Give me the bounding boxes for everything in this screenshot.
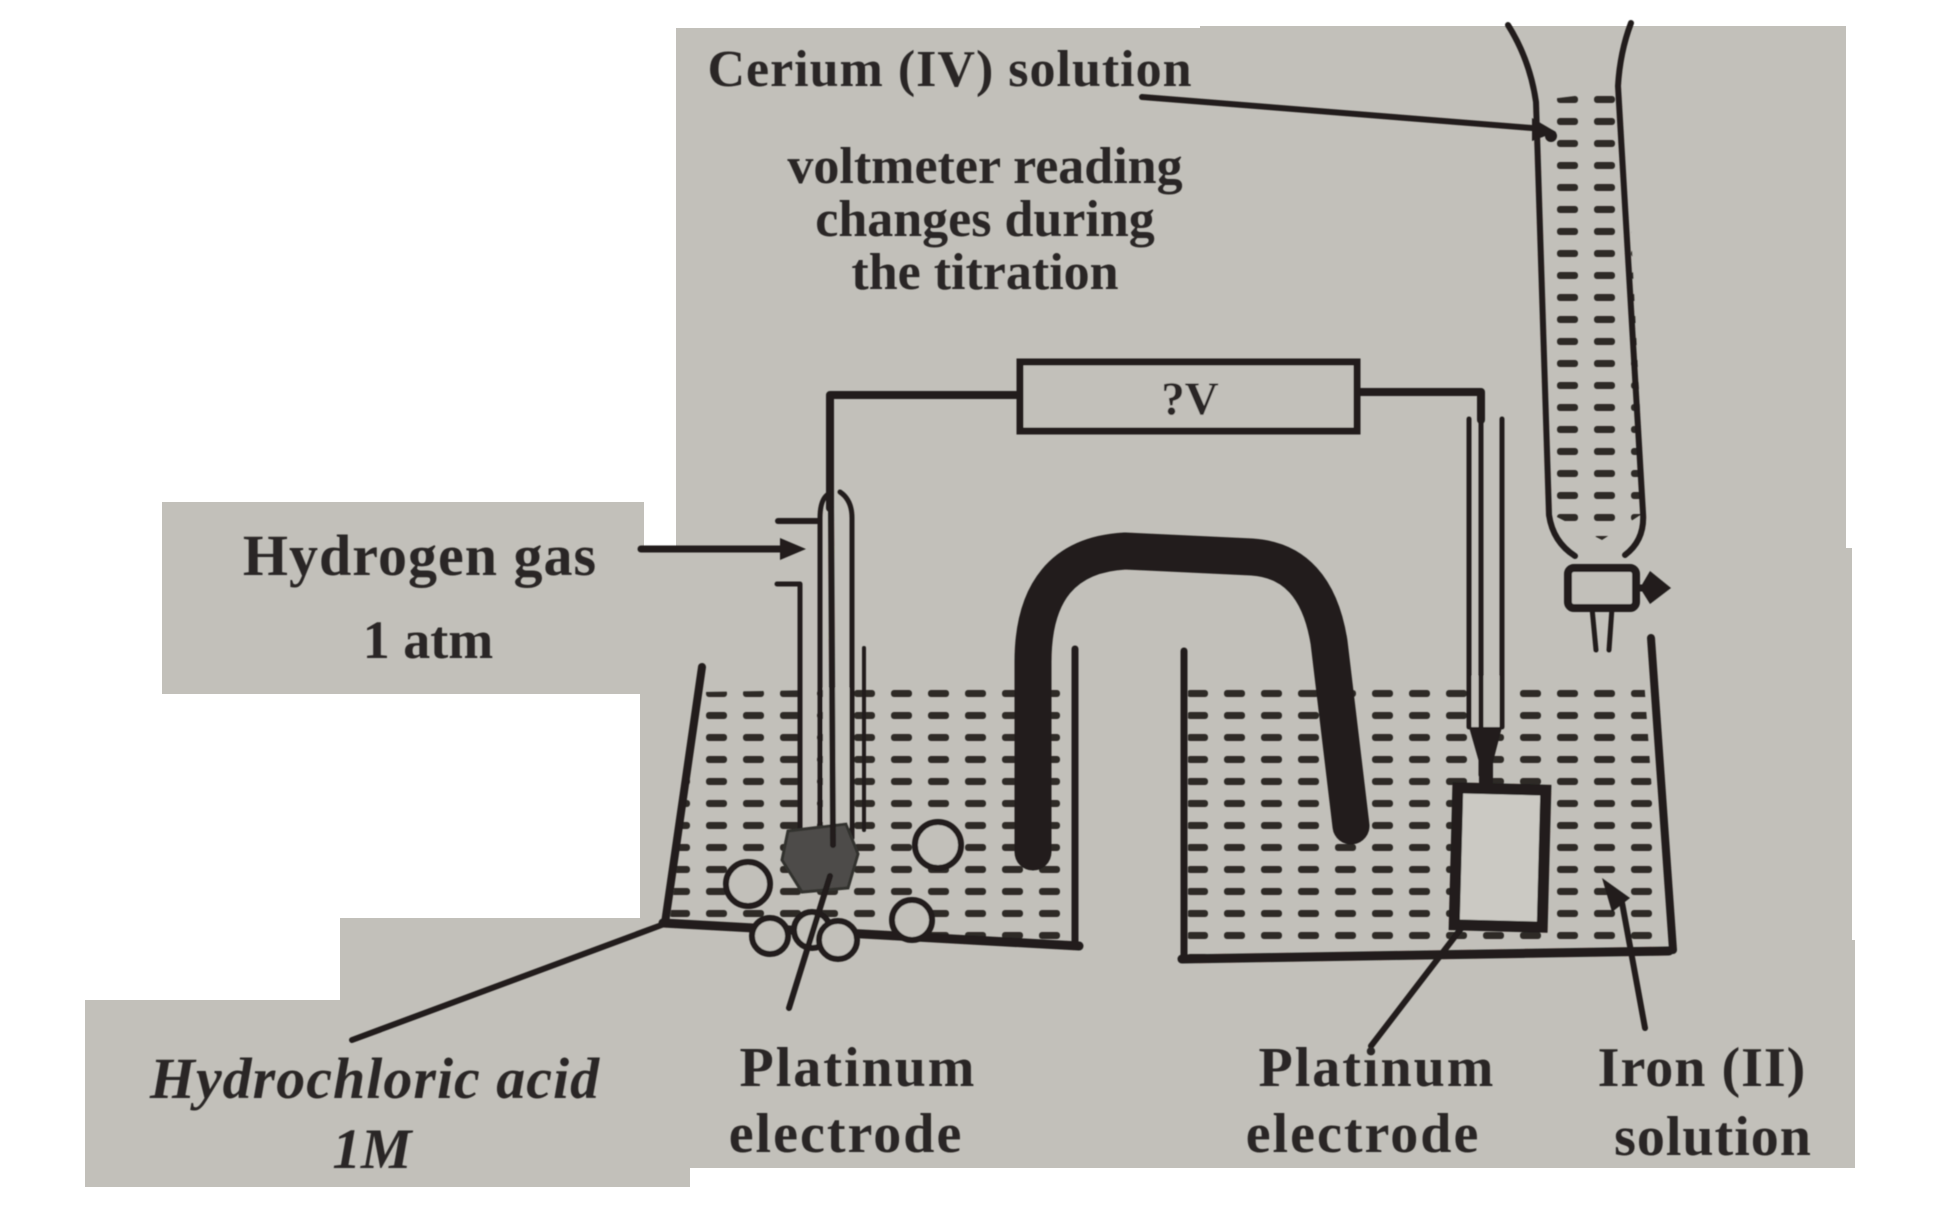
label-pt-right-1: Platinum <box>1259 1037 1496 1099</box>
burette-tip-left <box>1589 605 1599 653</box>
stopcock-handle <box>1640 571 1671 604</box>
burette-right-wall <box>1615 20 1647 558</box>
right-electrode <box>1448 416 1552 933</box>
circuit-wires <box>826 388 1485 848</box>
label-hydrogen-atm: 1 atm <box>363 610 493 670</box>
diagram-labels: Cerium (IV) solution voltmeter reading c… <box>149 41 1812 1181</box>
wire-right <box>1353 388 1485 424</box>
label-cerium: Cerium (IV) solution <box>707 41 1192 98</box>
pt-right-pointer-line <box>1368 923 1466 1049</box>
burette <box>1505 20 1671 653</box>
wire-left-inner <box>828 505 836 848</box>
right-beaker <box>1177 634 1677 964</box>
voltmeter: ?V <box>1016 358 1361 435</box>
scan-background <box>85 26 1855 1187</box>
hydrogen-electrode <box>774 489 866 894</box>
label-voltmeter-note-3: the titration <box>851 244 1118 301</box>
label-voltmeter-note-1: voltmeter reading <box>787 138 1182 195</box>
glass-tube-inner-right <box>837 489 855 841</box>
left-beaker <box>658 645 1084 951</box>
label-hcl-molarity: 1M <box>332 1118 414 1181</box>
cerium-pointer-dot <box>1545 130 1557 142</box>
label-pt-left-2: electrode <box>729 1103 964 1165</box>
label-iron-2: solution <box>1614 1106 1812 1168</box>
label-voltmeter-note-2: changes during <box>815 191 1155 248</box>
salt-bridge <box>1014 532 1370 871</box>
hcl-solution <box>669 686 1070 941</box>
platinum-electrode-right-plate <box>1448 782 1552 933</box>
left-beaker-left-wall <box>661 663 706 927</box>
right-tube-stem <box>1469 727 1502 792</box>
left-beaker-bottom <box>658 918 1084 951</box>
glass-tube-clear <box>823 688 850 838</box>
pt-left-pointer-line <box>786 873 833 1011</box>
label-pt-left-1: Platinum <box>740 1037 977 1099</box>
pointers <box>349 94 1648 1049</box>
iron-pointer-nub <box>1602 878 1630 912</box>
platinum-electrode-left-plate <box>780 822 860 894</box>
stopcock-body <box>1564 564 1640 612</box>
burette-solution <box>1542 90 1645 540</box>
glass-tube-clear-right <box>1471 676 1500 732</box>
iron-solution <box>1188 679 1663 955</box>
label-pt-right-2: electrode <box>1246 1103 1481 1165</box>
label-iron-1: Iron (II) <box>1598 1037 1807 1099</box>
hydrogen-bubbles <box>723 819 964 962</box>
right-beaker-right-wall <box>1647 634 1677 954</box>
wire-left <box>826 391 1024 512</box>
hcl-pointer-line <box>349 920 670 1043</box>
hydrogen-gas-arrowhead <box>780 538 806 560</box>
cerium-pointer-line <box>1139 94 1535 131</box>
burette-left-wall <box>1505 22 1578 559</box>
label-hydrogen-gas: Hydrogen gas <box>243 523 597 588</box>
cerium-pointer-arrowhead <box>1532 118 1556 141</box>
burette-tip-right <box>1606 605 1615 653</box>
label-hcl: Hydrochloric acid <box>149 1046 600 1111</box>
glass-tube-inner-left <box>817 492 830 841</box>
iron-pointer-line <box>1618 894 1648 1031</box>
right-beaker-bottom <box>1177 946 1674 964</box>
voltmeter-reading: ?V <box>1161 373 1219 425</box>
gas-side-arm-lower-outer-wall <box>774 581 803 835</box>
